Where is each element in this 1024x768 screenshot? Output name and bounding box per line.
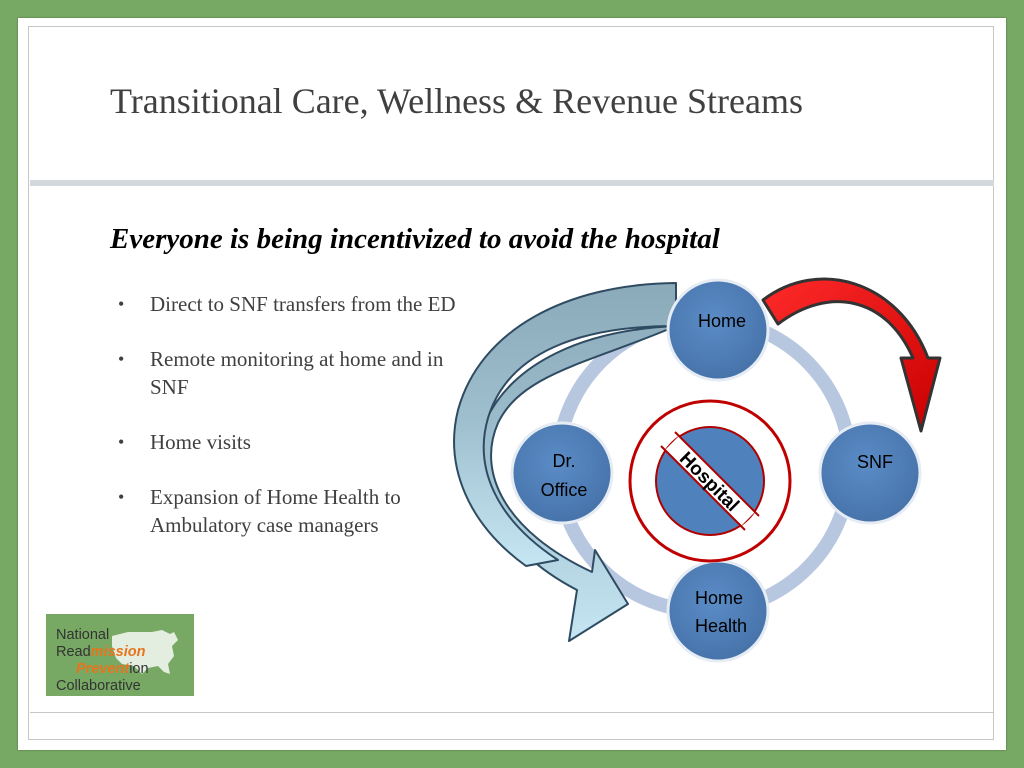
logo-line-3: Prevention <box>56 661 194 678</box>
logo-line-1: National <box>56 627 110 643</box>
bullet-list: • Direct to SNF transfers from the ED • Re… <box>110 290 470 566</box>
bullet-text: Home visits <box>150 430 251 454</box>
bullet-item: • Remote monitoring at home and in SNF <box>110 345 470 401</box>
us-map-icon <box>112 630 178 674</box>
bullet-marker: • <box>118 487 125 507</box>
logo-line-4: Collaborative <box>56 678 141 694</box>
bullet-marker: • <box>118 294 125 314</box>
slide-frame <box>28 26 994 740</box>
logo-line-2: Readmission <box>56 644 194 661</box>
footer-divider <box>30 712 994 713</box>
nrpc-logo: National Readmission Prevention Collabor… <box>46 614 194 696</box>
bullet-text: Direct to SNF transfers from the ED <box>150 292 456 316</box>
slide-subtitle: Everyone is being incentivized to avoid … <box>110 223 720 255</box>
logo-line-3b: ion <box>129 661 149 677</box>
logo-line-3a: Prevent <box>76 661 130 677</box>
bullet-marker: • <box>118 349 125 369</box>
logo-line-2a: Read <box>56 644 91 660</box>
slide-title: Transitional Care, Wellness & Revenue St… <box>110 81 803 121</box>
logo-line-2b: mission <box>90 644 146 660</box>
bullet-text: Remote monitoring at home and in SNF <box>150 347 444 399</box>
bullet-item: • Direct to SNF transfers from the ED <box>110 290 470 318</box>
bullet-marker: • <box>118 432 125 452</box>
bullet-text: Expansion of Home Health to Ambulatory c… <box>150 485 401 537</box>
title-divider <box>30 180 994 186</box>
bullet-item: • Expansion of Home Health to Ambulatory … <box>110 483 470 539</box>
bullet-item: • Home visits <box>110 428 470 456</box>
slide: Transitional Care, Wellness & Revenue St… <box>18 18 1006 750</box>
